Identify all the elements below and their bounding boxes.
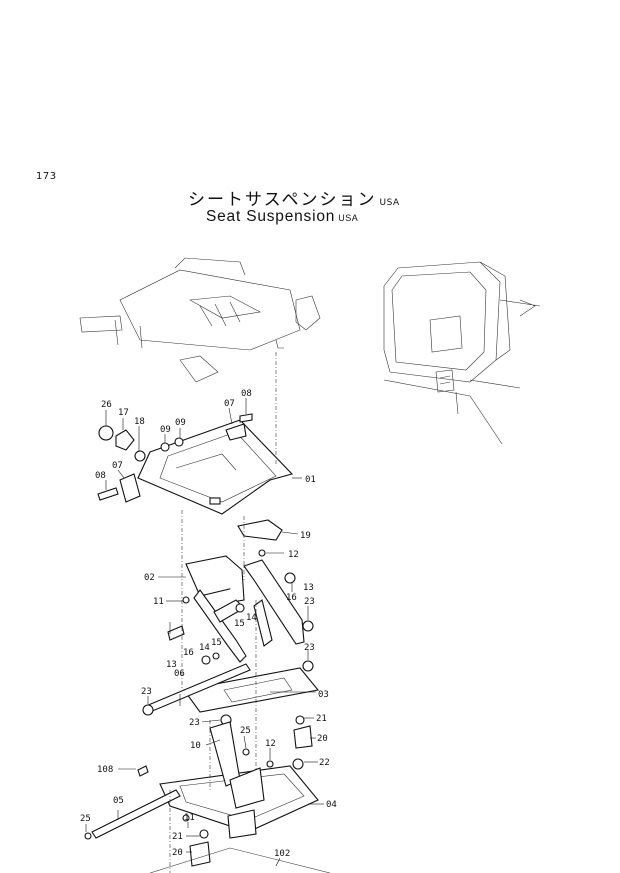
base-outline <box>149 847 331 873</box>
callout-21-a: 21 <box>316 714 327 724</box>
callout-02: 02 <box>144 573 155 583</box>
callout-03: 03 <box>318 690 329 700</box>
callout-12-a: 12 <box>288 550 299 560</box>
callout-08-a: 08 <box>241 389 252 399</box>
callout-108: 108 <box>97 765 113 775</box>
callout-09-b: 09 <box>175 418 186 428</box>
lower-frame <box>137 715 319 867</box>
callout-19: 19 <box>300 531 311 541</box>
callout-11-b: 11 <box>184 813 195 823</box>
title-japanese-text: シートサスペンション <box>188 190 377 210</box>
title-english-text: Seat Suspension <box>206 208 336 225</box>
callout-08-b: 08 <box>95 471 106 481</box>
callout-23-a: 23 <box>304 597 315 607</box>
callout-09-a: 09 <box>160 425 171 435</box>
callout-15-a: 15 <box>234 619 245 629</box>
callout-102: 102 <box>274 849 290 859</box>
callout-06: 06 <box>174 669 185 679</box>
callout-20-b: 20 <box>172 848 183 858</box>
callout-07-b: 07 <box>112 461 123 471</box>
callout-16-b: 16 <box>183 648 194 658</box>
callout-01: 01 <box>305 475 316 485</box>
callout-16-a: 16 <box>286 593 297 603</box>
title-japanese-suffix: USA <box>379 198 400 208</box>
callout-21-b: 21 <box>172 832 183 842</box>
callout-10: 10 <box>190 741 201 751</box>
callout-23-d: 23 <box>189 718 200 728</box>
leader-lines <box>85 398 324 867</box>
callout-14-a: 14 <box>246 613 257 623</box>
scissor-linkage <box>167 555 314 672</box>
callout-05: 05 <box>113 796 124 806</box>
small-parts-upper <box>97 413 283 557</box>
callout-11-a: 11 <box>153 597 164 607</box>
middle-plate <box>142 663 320 726</box>
callout-25-a: 25 <box>240 726 251 736</box>
callout-13-b: 13 <box>166 660 177 670</box>
page-number: 173 <box>36 171 57 182</box>
callout-07-a: 07 <box>224 399 235 409</box>
callout-labels: 26 17 18 09 09 07 08 08 07 01 19 12 02 1… <box>80 389 337 859</box>
callout-04: 04 <box>326 800 337 810</box>
callout-17: 17 <box>118 408 129 418</box>
callout-15-b: 15 <box>211 638 222 648</box>
rod <box>84 789 181 840</box>
seat-outline <box>79 257 321 383</box>
callout-13-a: 13 <box>303 583 314 593</box>
title-english-suffix: USA <box>338 213 359 223</box>
callout-14-b: 14 <box>199 643 210 653</box>
callout-25-b: 25 <box>80 814 91 824</box>
callout-23-b: 23 <box>304 643 315 653</box>
callout-12-b: 12 <box>265 739 276 749</box>
callout-23-c: 23 <box>141 687 152 697</box>
alignment-lines <box>169 352 277 873</box>
callout-20-a: 20 <box>317 734 328 744</box>
callout-18: 18 <box>134 417 145 427</box>
upper-frame <box>119 419 294 515</box>
callout-22: 22 <box>319 758 330 768</box>
callout-26: 26 <box>101 400 112 410</box>
cab-outline <box>383 261 541 445</box>
